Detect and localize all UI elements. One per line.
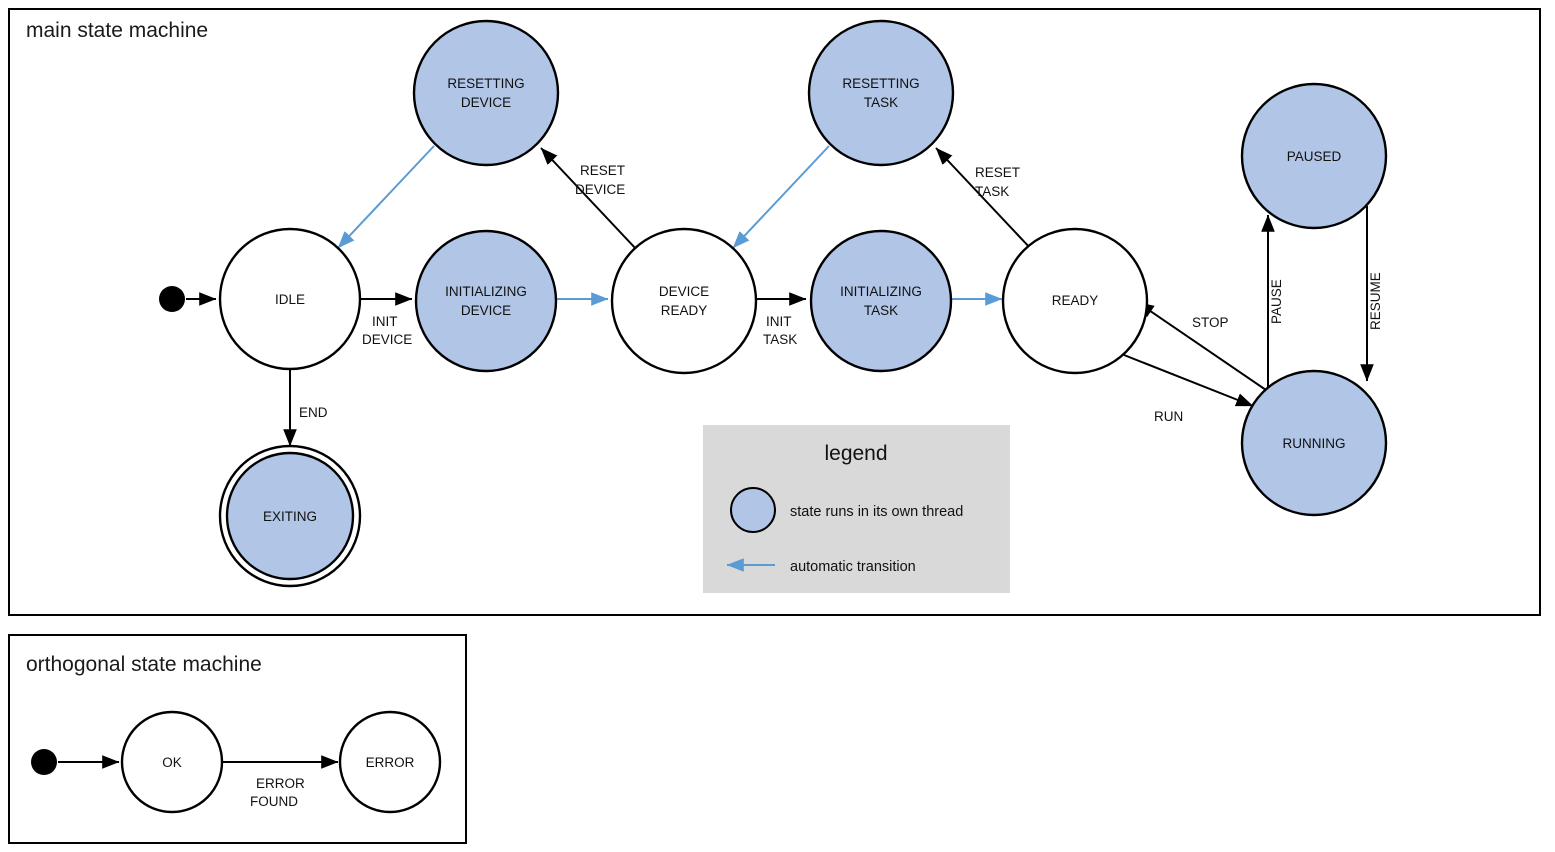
- initial-state-dot: [159, 286, 185, 312]
- edge-label-init-task-1: INIT: [766, 314, 792, 329]
- edge-label-reset-task-1: RESET: [975, 165, 1020, 180]
- legend: legend state runs in its own thread auto…: [703, 425, 1010, 593]
- state-node-device-ready[interactable]: DEVICE READY: [610, 227, 758, 375]
- edge-label-error-found-1: ERROR: [256, 776, 305, 791]
- state-label-device-ready-1: DEVICE: [659, 284, 709, 299]
- state-label-initializing-task-2: TASK: [864, 303, 898, 318]
- state-label-initializing-device-2: DEVICE: [461, 303, 511, 318]
- transition-idle-to-initializing-device: INIT DEVICE: [360, 292, 413, 347]
- edge-label-error-found-2: FOUND: [250, 794, 298, 809]
- state-node-error[interactable]: ERROR: [338, 710, 442, 814]
- state-node-exiting[interactable]: EXITING: [218, 444, 362, 588]
- state-node-resetting-device[interactable]: RESETTING DEVICE: [412, 19, 560, 167]
- state-label-exiting: EXITING: [263, 509, 317, 524]
- edge-label-reset-task-2: TASK: [975, 184, 1009, 199]
- state-node-paused[interactable]: PAUSED: [1240, 82, 1388, 230]
- filled-circle-icon: [730, 487, 776, 533]
- state-node-running[interactable]: RUNNING: [1240, 369, 1388, 517]
- state-label-error: ERROR: [366, 755, 415, 770]
- legend-title: legend: [824, 442, 887, 465]
- transition-device-ready-to-resetting-device: RESET DEVICE: [540, 147, 638, 251]
- legend-item-thread-state-label: state runs in its own thread: [790, 504, 963, 520]
- state-node-ready[interactable]: READY: [1001, 227, 1149, 375]
- transition-device-ready-to-initializing-task: INIT TASK: [756, 292, 807, 347]
- state-label-initializing-device-1: INITIALIZING: [445, 284, 527, 299]
- transition-ready-to-running: RUN: [1123, 354, 1254, 424]
- edge-label-init-device-1: INIT: [372, 314, 398, 329]
- state-label-idle: IDLE: [275, 292, 305, 307]
- state-node-ok[interactable]: OK: [120, 710, 224, 814]
- transition-idle-to-exiting: END: [283, 370, 328, 447]
- edge-label-run: RUN: [1154, 409, 1183, 424]
- legend-item-automatic-transition-label: automatic transition: [790, 559, 916, 575]
- transition-ready-to-resetting-task: RESET TASK: [935, 147, 1033, 251]
- edge-label-init-device-2: DEVICE: [362, 332, 412, 347]
- state-label-initializing-task-1: INITIALIZING: [840, 284, 922, 299]
- main-panel-title: main state machine: [26, 19, 208, 42]
- transition-resetting-task-to-device-ready: [732, 145, 830, 249]
- edge-label-resume: RESUME: [1368, 272, 1383, 330]
- state-label-resetting-device-1: RESETTING: [447, 76, 524, 91]
- legend-item-thread-state: state runs in its own thread: [730, 487, 963, 533]
- state-label-paused: PAUSED: [1287, 149, 1342, 164]
- edge-label-reset-device-2: DEVICE: [575, 182, 625, 197]
- state-label-resetting-device-2: DEVICE: [461, 95, 511, 110]
- transition-ortho-ok-to-error: ERROR FOUND: [222, 755, 339, 809]
- edge-label-end: END: [299, 405, 328, 420]
- edge-label-pause: PAUSE: [1269, 279, 1284, 324]
- edge-label-reset-device-1: RESET: [580, 163, 625, 178]
- state-node-idle[interactable]: IDLE: [218, 227, 362, 371]
- state-node-initializing-device[interactable]: INITIALIZING DEVICE: [414, 229, 558, 373]
- transition-resetting-device-to-idle: [337, 145, 435, 249]
- transition-paused-to-running: RESUME: [1360, 206, 1383, 382]
- state-label-resetting-task-1: RESETTING: [842, 76, 919, 91]
- orthogonal-panel-title: orthogonal state machine: [26, 653, 262, 676]
- state-label-ok: OK: [162, 755, 182, 770]
- state-label-resetting-task-2: TASK: [864, 95, 898, 110]
- state-label-ready: READY: [1052, 293, 1099, 308]
- edge-label-init-task-2: TASK: [763, 332, 797, 347]
- state-label-running: RUNNING: [1283, 436, 1346, 451]
- ortho-initial-state-dot: [31, 749, 57, 775]
- legend-item-automatic-transition: automatic transition: [726, 558, 916, 575]
- edge-label-stop: STOP: [1192, 315, 1229, 330]
- transition-running-to-paused: PAUSE: [1261, 214, 1284, 392]
- state-node-initializing-task[interactable]: INITIALIZING TASK: [809, 229, 953, 373]
- transition-running-to-ready: STOP: [1136, 301, 1267, 391]
- state-node-resetting-task[interactable]: RESETTING TASK: [807, 19, 955, 167]
- state-label-device-ready-2: READY: [661, 303, 708, 318]
